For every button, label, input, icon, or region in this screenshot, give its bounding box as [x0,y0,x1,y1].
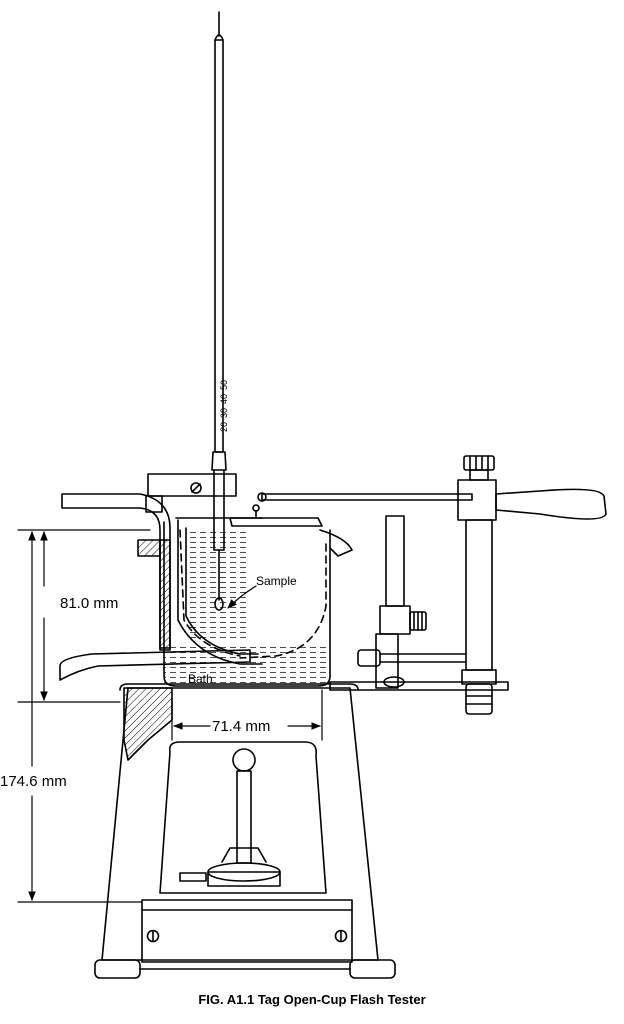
base-foot-right [349,959,396,979]
base-foot-left [94,959,141,979]
dimension-71-label: 71.4 mm [212,718,270,735]
sample-label: Sample [256,574,297,588]
scale-mark: 20 [219,422,229,432]
dimension-lines [17,529,323,903]
thermometer-scale: 20 30 40 50 [219,380,229,432]
gas-valve [357,515,467,689]
scale-mark: 30 [219,408,229,418]
taper-arm [257,455,607,715]
thermometer [211,11,227,611]
bath-vessel [163,521,353,687]
base-plate [141,899,353,963]
casting-section [123,687,173,761]
thermometer-clamp [145,473,237,513]
dimension-81-label: 81.0 mm [60,595,118,612]
base-stand [94,683,396,979]
cup-support-arm [61,493,171,651]
bath-spout [59,649,251,681]
scale-mark: 50 [219,380,229,390]
taper-handle[interactable] [495,488,607,520]
burner [179,748,281,887]
dimension-174-label: 174.6 mm [0,773,67,790]
bath-label: Bath [188,672,213,686]
mount-plate [329,681,509,691]
adjusting-knob[interactable] [463,455,495,471]
cup-lid [229,517,323,527]
figure-caption: FIG. A1.1 Tag Open-Cup Flash Tester [198,992,425,1007]
screw-icon [190,482,202,494]
scale-mark: 40 [219,394,229,404]
